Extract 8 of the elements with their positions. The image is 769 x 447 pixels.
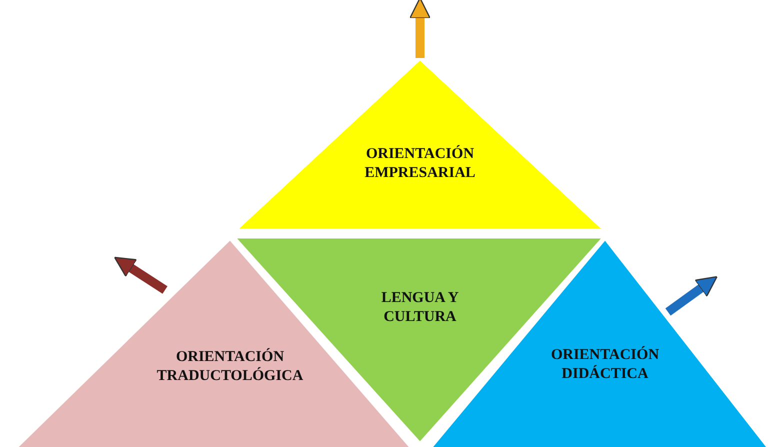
section-label: ORIENTACIÓN EMPRESARIAL	[364, 145, 476, 183]
block-arrow	[114, 256, 168, 294]
block-arrow	[665, 276, 718, 316]
triangle-section	[238, 60, 602, 229]
section-label: ORIENTACIÓN TRADUCTOLÓGICA	[156, 348, 304, 386]
section-label: ORIENTACIÓN DIDÁCTICA	[550, 346, 660, 384]
block-arrow	[409, 0, 431, 58]
section-label: LENGUA Y CULTURA	[380, 289, 460, 327]
